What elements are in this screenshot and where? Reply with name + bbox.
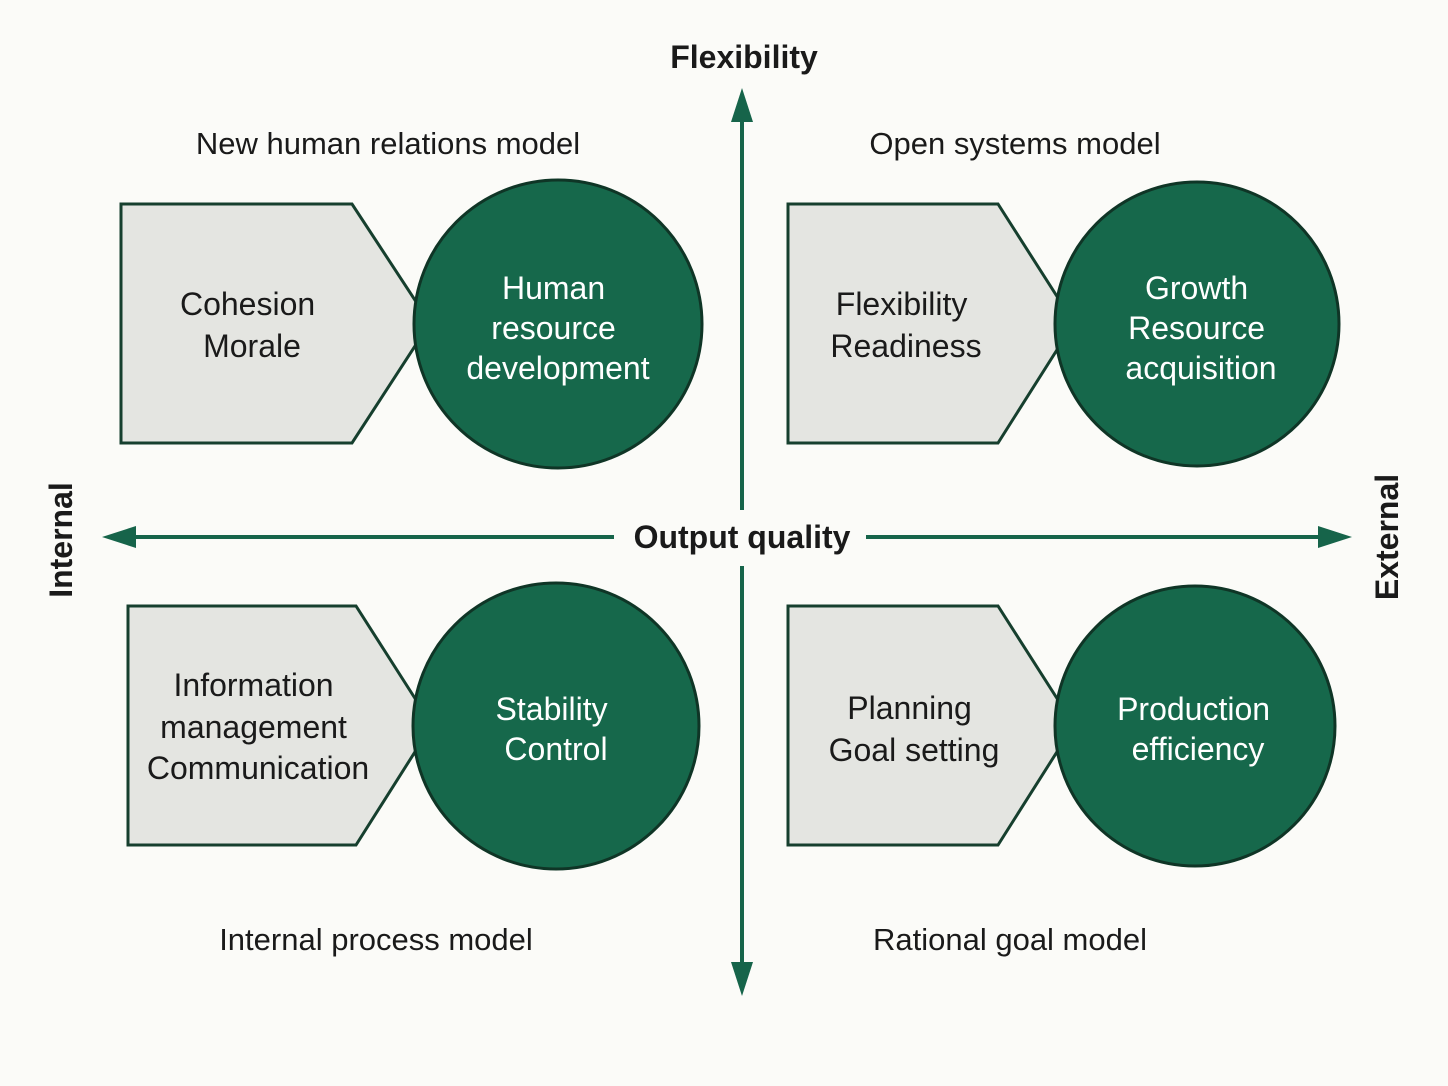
ends-line: efficiency (1132, 731, 1265, 767)
means-arrow-top-right (786, 202, 1076, 445)
ends-line: Control (504, 731, 607, 767)
ends-text-bottom-right: Production efficiency (1117, 691, 1279, 767)
axis-label-top: Flexibility (670, 39, 818, 75)
means-line: Readiness (830, 328, 981, 364)
means-text-top-left: Cohesion Morale (180, 286, 324, 364)
arrow-left-icon (102, 526, 136, 548)
means-text-bottom-right: Planning Goal setting (829, 690, 1000, 768)
ends-line: Resource (1128, 310, 1265, 346)
means-line: Cohesion (180, 286, 315, 322)
ends-line: resource (491, 310, 616, 346)
arrow-up-icon (731, 88, 753, 122)
means-arrow-top-left (119, 202, 432, 445)
ends-circle-bottom-left (411, 581, 701, 871)
means-line: Goal setting (829, 732, 1000, 768)
means-line: Morale (203, 328, 301, 364)
arrow-right-icon (1318, 526, 1352, 548)
ends-circle-top-left (412, 178, 704, 470)
axis-label-center: Output quality (634, 519, 851, 555)
means-line: management (160, 709, 347, 745)
ends-line: development (466, 350, 649, 386)
means-line: Flexibility (836, 286, 968, 322)
ends-text-bottom-left: Stability Control (496, 691, 617, 767)
means-arrow-bottom-right (786, 604, 1076, 847)
ends-circle-bottom-right (1053, 584, 1337, 868)
ends-line: Stability (496, 691, 608, 727)
quadrant-title-bottom-right: Rational goal model (873, 922, 1147, 957)
means-arrow-bottom-left (126, 604, 434, 847)
quadrant-title-bottom-left: Internal process model (219, 922, 533, 957)
means-text-bottom-left: Information management Communication (147, 667, 369, 786)
arrow-down-icon (731, 962, 753, 996)
quadrant-title-top-left: New human relations model (196, 126, 580, 161)
means-text-top-right: Flexibility Readiness (830, 286, 981, 364)
axis-label-right: External (1369, 474, 1405, 600)
quadrant-title-top-right: Open systems model (869, 126, 1160, 161)
ends-text-top-left: Human resource development (466, 270, 649, 386)
ends-text-top-right: Growth Resource acquisition (1125, 270, 1276, 386)
means-line: Planning (847, 690, 972, 726)
ends-line: acquisition (1125, 350, 1276, 386)
ends-line: Growth (1145, 270, 1248, 306)
ends-circle-top-right (1053, 180, 1341, 468)
means-line: Information (174, 667, 334, 703)
ends-line: Production (1117, 691, 1270, 727)
ends-line: Human (502, 270, 605, 306)
means-line: Communication (147, 750, 369, 786)
axis-label-left: Internal (43, 482, 79, 598)
